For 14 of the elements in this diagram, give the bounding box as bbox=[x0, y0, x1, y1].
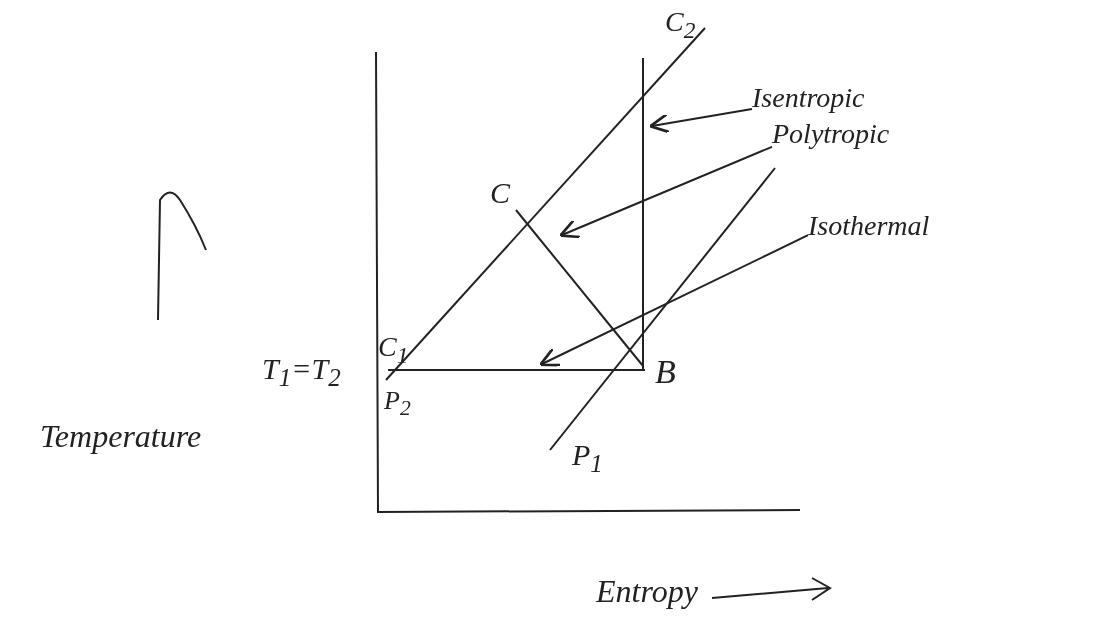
axis-label: C$_{2}$ bbox=[665, 8, 696, 42]
axis-label: C bbox=[490, 178, 510, 208]
axis-label: Temperature bbox=[40, 420, 202, 452]
leader-line bbox=[559, 145, 773, 239]
axis-label: T$_{1}$=T$_{2}$ bbox=[262, 354, 341, 390]
process-label: Isothermal bbox=[808, 210, 930, 242]
leader-line bbox=[539, 234, 809, 367]
axis-label: P$_{2}$ bbox=[384, 388, 411, 420]
axis-label: Entropy bbox=[596, 575, 698, 607]
process-label: Polytropic bbox=[772, 118, 890, 150]
axis-label: P$_{1}$ bbox=[572, 440, 603, 476]
axis-label: B bbox=[655, 355, 676, 389]
leader-line bbox=[648, 108, 753, 134]
process-label: Isentropic bbox=[752, 82, 865, 114]
